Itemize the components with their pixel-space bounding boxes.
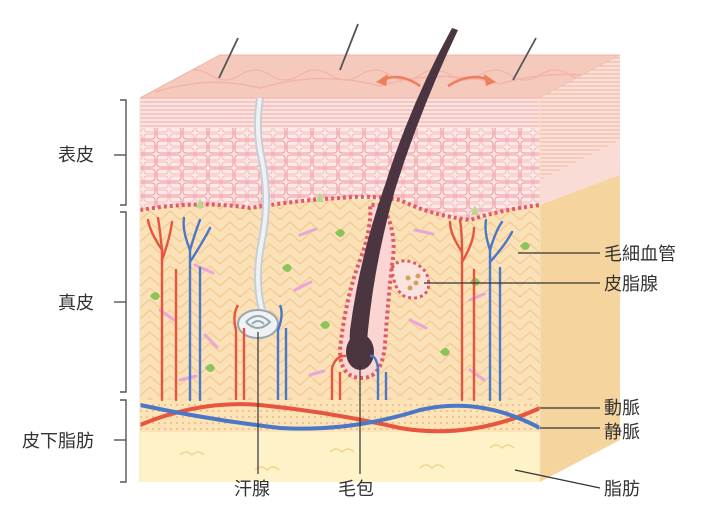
label-capillaries: 毛細血管	[604, 244, 676, 265]
basal-layer	[139, 194, 541, 223]
capillary-right	[448, 218, 514, 402]
hair-bulb	[346, 334, 374, 370]
label-subcutaneous-fat: 皮下脂肪	[22, 431, 94, 452]
sebaceous-gland	[390, 259, 431, 300]
sweat-gland	[237, 97, 279, 339]
arrow-head-right	[484, 74, 496, 86]
left-brackets	[114, 99, 127, 483]
vein-vessel	[139, 403, 541, 431]
leader-lines	[257, 252, 601, 489]
skin-surface-ridges	[154, 73, 586, 93]
capillary-left	[146, 216, 212, 402]
capillary-middle	[233, 304, 288, 400]
block-edge-lines	[139, 98, 541, 482]
surface-hairs	[218, 23, 537, 81]
label-sebaceous-gland: 皮脂腺	[604, 274, 658, 295]
hair-shaft	[349, 28, 458, 362]
dermis-layer	[140, 198, 540, 400]
dermis-cells	[150, 229, 530, 372]
label-epidermis: 表皮	[58, 145, 94, 166]
label-fat: 脂肪	[604, 479, 640, 500]
label-sweat-gland: 汗腺	[234, 479, 270, 500]
capillary-follicle	[330, 354, 388, 400]
label-vein: 静脈	[604, 422, 640, 443]
label-hair-follicle: 毛包	[338, 479, 374, 500]
stratum-corneum	[140, 98, 540, 128]
label-dermis: 真皮	[58, 293, 94, 314]
artery-vessel	[139, 402, 541, 434]
melanocytes	[196, 192, 479, 215]
label-artery: 動脈	[604, 398, 640, 419]
arrow-head-left	[376, 74, 388, 86]
skin-surface	[139, 54, 621, 99]
elastic-fibers	[158, 227, 486, 382]
